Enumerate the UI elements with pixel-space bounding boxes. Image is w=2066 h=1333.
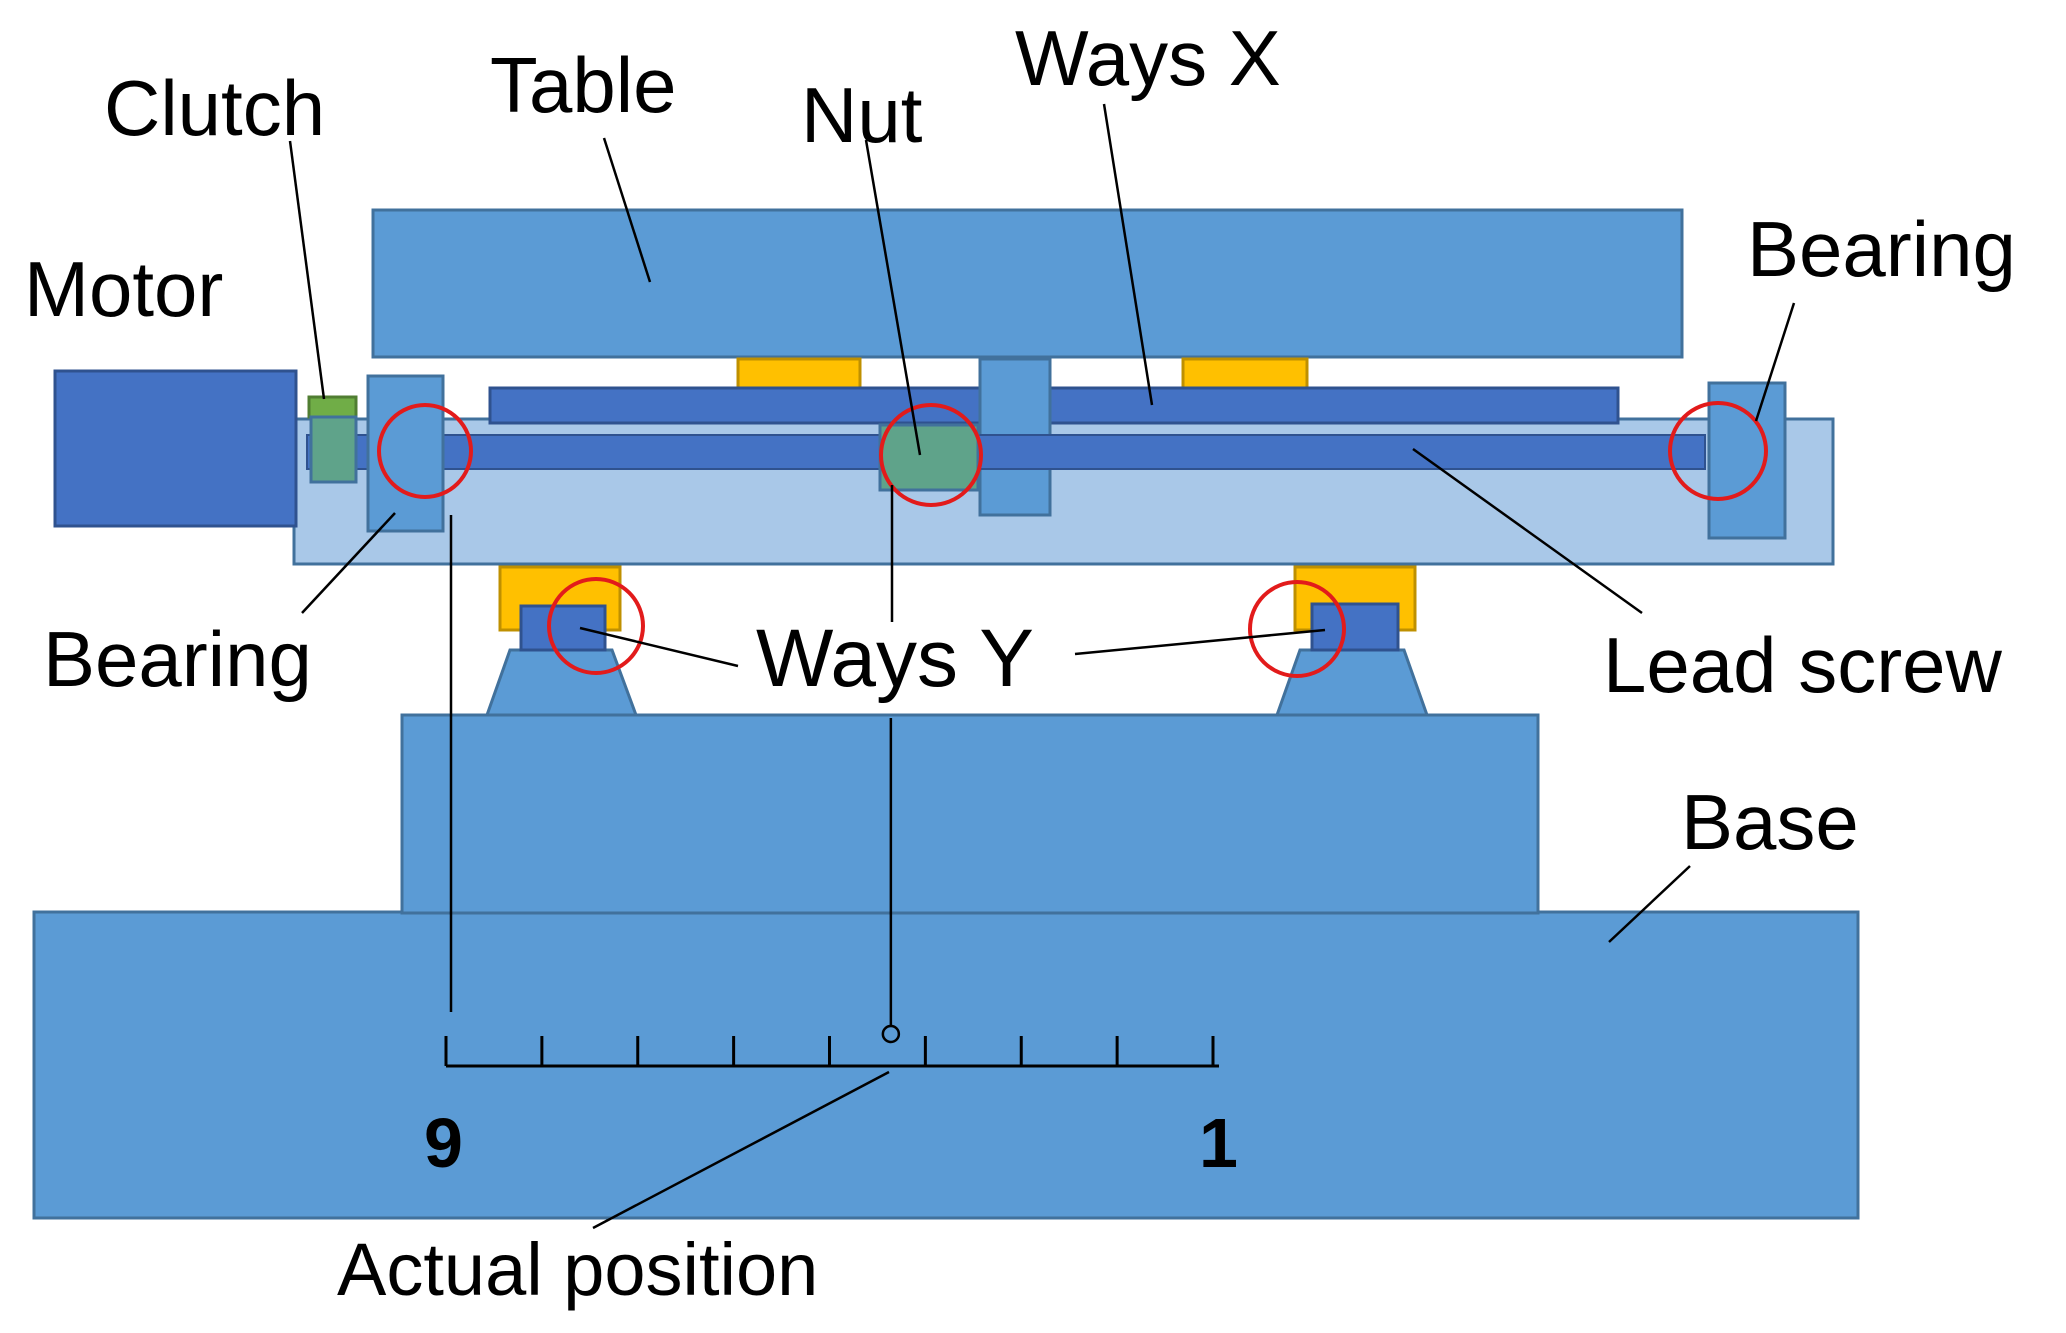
leader-table [602,137,652,283]
nut [878,423,980,492]
leader-lines [288,103,1796,1230]
scale-label-left: 9 [424,1104,463,1182]
lead-screw [306,434,1706,470]
bearing-right [1707,381,1787,540]
position-indicator-dot [881,1024,901,1044]
ways-y-rail-left [519,604,607,652]
leader-base [1608,865,1691,943]
label-ways-y: Ways Y [756,613,1034,704]
label-bearing-left: Bearing [43,615,312,703]
label-actual-position: Actual position [337,1228,818,1311]
label-table: Table [490,41,676,129]
label-clutch: Clutch [104,64,325,152]
position-scale [444,1036,1219,1068]
label-nut: Nut [801,71,923,159]
label-lead-screw: Lead screw [1603,621,2003,709]
leader-ways-y-right [1074,628,1326,656]
highlight-circle-nut [879,403,983,507]
scale-label-right: 1 [1199,1104,1238,1182]
label-bearing-right: Bearing [1747,205,2016,293]
clutch-body [309,415,358,484]
label-base: Base [1681,778,1859,866]
ways-y-support-right [1274,648,1430,717]
leader-actual-position [592,1070,890,1230]
leader-nut [864,139,922,456]
highlight-circle-bearing-right [1668,401,1768,501]
table [371,208,1684,359]
label-ways-x: Ways X [1015,14,1281,102]
highlight-circle-ways-y-right [1248,580,1346,678]
leader-ways-y-left [579,626,739,668]
leader-ways-x [1102,103,1154,406]
motor [53,369,298,528]
highlight-circle-bearing-left [377,403,473,499]
ways-y-rail-right [1310,602,1400,652]
highlight-circle-ways-y-left [547,577,645,675]
base-upper-block [400,713,1540,915]
leader-bearing-right [1754,302,1796,422]
leader-bearing-left [301,512,396,614]
ways-x-rail [488,386,1620,425]
label-motor: Motor [24,245,223,333]
leader-clutch [288,140,326,400]
highlight-circles [377,401,1768,678]
clutch [307,395,358,419]
leader-lead-screw [1412,447,1643,615]
